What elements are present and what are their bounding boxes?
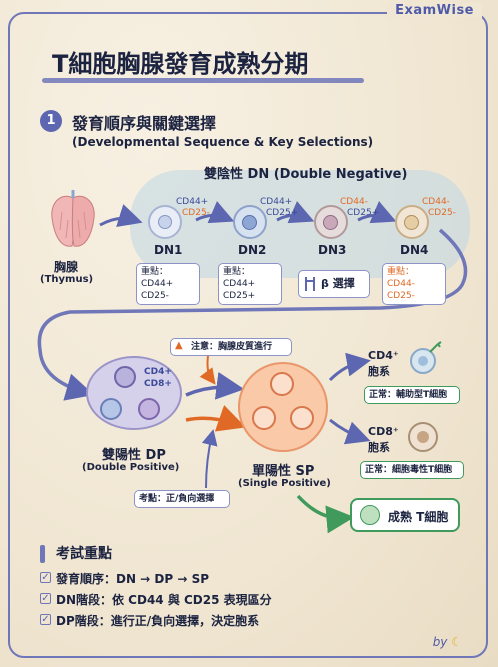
mature-box: 成熟 T細胞 xyxy=(350,498,460,532)
dn1-marker-cd25: CD25- xyxy=(182,208,210,218)
arrow-sp-cd4 xyxy=(328,352,371,382)
dn4-marker-cd44: CD44- xyxy=(422,197,450,207)
cd4-note: 正常：輔助型T細胞 xyxy=(364,386,460,404)
dn3-label: DN3 xyxy=(318,243,347,257)
title-underline xyxy=(42,78,364,83)
key-heading: 考試重點 xyxy=(56,546,112,562)
dn4-cell xyxy=(395,205,429,239)
cortex-note-text: 注意：胸腺皮質進行 xyxy=(191,342,273,352)
cd8-cell xyxy=(408,422,438,452)
dn2-marker-cd44: CD44+ xyxy=(260,197,293,207)
mature-label: 成熟 T細胞 xyxy=(388,510,449,524)
arrow-dp-sp xyxy=(185,371,245,400)
dn3-marker-cd44: CD44- xyxy=(340,197,368,207)
dp-cell xyxy=(86,356,182,430)
arrow-thymus-dn1 xyxy=(99,204,143,227)
dn1-note: 重點：CD44+ CD25- xyxy=(136,263,200,305)
arrow-note-sp xyxy=(199,355,216,385)
receptor-icon xyxy=(305,277,315,291)
section-number: 1 xyxy=(40,110,62,132)
cd4-label-2: 胞系 xyxy=(368,365,390,378)
dn4-label: DN4 xyxy=(400,243,429,257)
dn1-cell xyxy=(148,205,182,239)
section-title: 發育順序與關鍵選擇 xyxy=(72,114,217,133)
dp-label: 雙陽性 DP xyxy=(102,448,166,463)
dn4-note: 重點：CD44- CD25- xyxy=(382,263,446,305)
dn1-marker-cd44: CD44+ xyxy=(176,197,209,207)
cd4-cell xyxy=(410,348,436,374)
key-item: 發育順序：DN → DP → SP xyxy=(56,572,210,586)
dn3-note: β 選擇 xyxy=(298,270,370,298)
cortex-note: ▲ 注意：胸腺皮質進行 xyxy=(170,338,292,356)
warning-icon: ▲ xyxy=(175,340,183,351)
sp-label: 單陽性 SP xyxy=(252,464,315,479)
cd4-receptor-icon xyxy=(429,341,442,353)
arrow-keynote-sp xyxy=(201,429,218,489)
key-bar xyxy=(40,545,45,563)
dn3-note-text: β 選擇 xyxy=(321,277,355,290)
byline-text: by xyxy=(432,635,448,649)
key-item: DN階段：依 CD44 與 CD25 表現區分 xyxy=(56,593,272,607)
dn2-marker-cd25: CD25+ xyxy=(266,208,299,218)
checkbox-icon: ✓ xyxy=(40,572,51,583)
page-title: T細胞胸腺發育成熟分期 xyxy=(52,50,309,78)
key-item: DP階段：進行正/負向選擇，決定胞系 xyxy=(56,614,260,628)
dn-group-title: 雙陰性 DN (Double Negative) xyxy=(204,167,408,182)
dp-note: 考點：正/負向選擇 xyxy=(134,490,230,508)
dn1-label: DN1 xyxy=(154,243,183,257)
arrow-dn4-dp xyxy=(37,228,468,401)
banana-icon: ☾ xyxy=(451,635,462,649)
arrow-dp-sp-orange xyxy=(185,405,246,432)
smile-icon xyxy=(360,505,380,525)
cd8-label-2: 胞系 xyxy=(368,441,390,454)
dp-marker-cd4: CD4+ xyxy=(144,367,172,377)
page-frame xyxy=(8,12,488,658)
checkbox-icon: ✓ xyxy=(40,614,51,625)
dn2-note: 重點：CD44+ CD25+ xyxy=(218,263,282,305)
arrow-dn1-dn2 xyxy=(195,201,235,224)
thymus-icon xyxy=(51,190,95,247)
dn3-marker-cd25: CD25+ xyxy=(347,208,380,218)
arrow-sp-mature xyxy=(296,494,355,534)
dn3-cell xyxy=(314,205,348,239)
arrow-dn3-dn4 xyxy=(357,201,397,224)
sp-cell xyxy=(238,362,328,452)
cd4-label: CD4⁺ xyxy=(368,349,399,362)
sp-label-en: (Single Positive) xyxy=(238,478,331,489)
dp-label-en: (Double Positive) xyxy=(82,462,180,473)
thymus-label: 胸腺 xyxy=(54,260,79,274)
arrow-dn2-dn3 xyxy=(276,201,315,224)
cd8-note: 正常：細胞毒性T細胞 xyxy=(360,461,464,479)
thymus-label-en: (Thymus) xyxy=(40,274,94,285)
checkbox-icon: ✓ xyxy=(40,593,51,604)
section-subtitle: (Developmental Sequence & Key Selections… xyxy=(72,135,374,149)
dn2-label: DN2 xyxy=(238,243,267,257)
dn4-marker-cd25: CD25- xyxy=(428,208,456,218)
brand-logo: ExamWise xyxy=(387,3,482,18)
byline: by ☾ xyxy=(433,635,462,649)
dp-marker-cd8: CD8+ xyxy=(144,379,172,389)
dn2-cell xyxy=(233,205,267,239)
arrow-sp-cd8 xyxy=(329,418,371,445)
cd8-label: CD8⁺ xyxy=(368,425,399,438)
